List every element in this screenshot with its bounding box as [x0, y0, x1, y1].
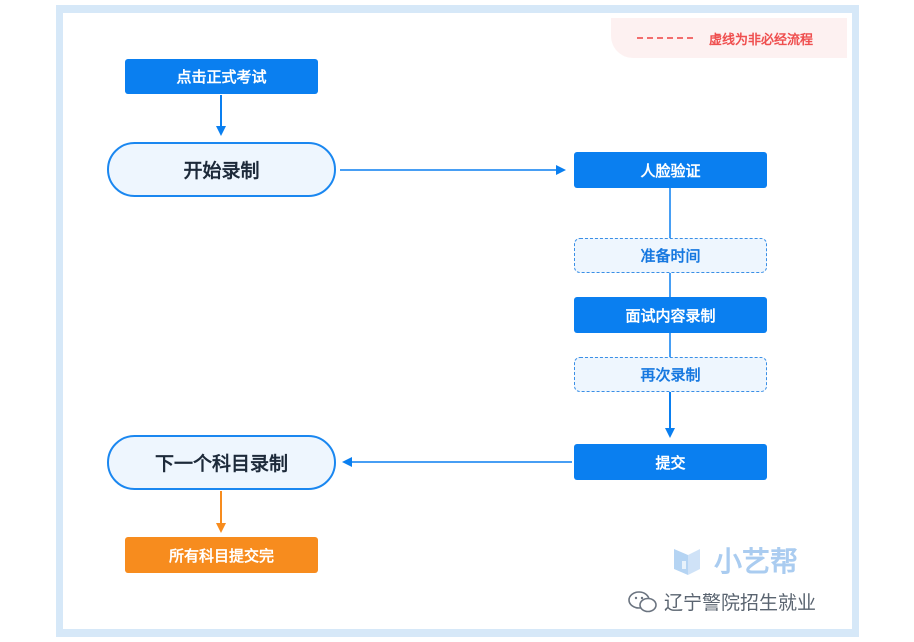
watermark-brand: 小艺帮: [714, 545, 799, 578]
node-interview-recording: 面试内容录制: [574, 297, 767, 333]
wechat-icon: [628, 590, 657, 612]
watermark-account: 辽宁警院招生就业: [628, 588, 816, 615]
node-start-recording: 开始录制: [107, 142, 336, 197]
node-submit: 提交: [574, 444, 767, 480]
node-start-exam: 点击正式考试: [125, 59, 318, 94]
node-all-done: 所有科目提交完: [125, 537, 318, 573]
watermark-logo: 小艺帮: [668, 540, 798, 580]
legend-label: 虚线为非必经流程: [709, 32, 814, 48]
watermark-account-name: 辽宁警院招生就业: [664, 592, 817, 614]
node-next-subject: 下一个科目录制: [107, 435, 336, 490]
legend-dashed-line: [637, 37, 693, 39]
node-face-verification: 人脸验证: [574, 152, 767, 188]
node-prep-time: 准备时间: [574, 238, 767, 273]
brand-logo-icon: [674, 549, 700, 575]
node-re-record: 再次录制: [574, 357, 767, 392]
legend: 虚线为非必经流程: [611, 18, 847, 58]
